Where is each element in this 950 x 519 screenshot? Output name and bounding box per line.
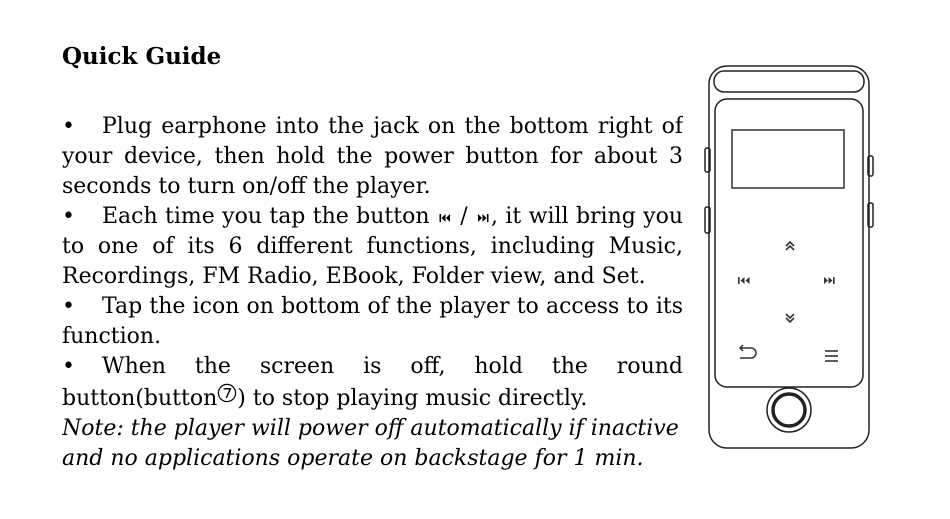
mp3-player-illustration xyxy=(700,62,880,454)
guide-item-1-text: Plug earphone into the jack on the botto… xyxy=(62,114,683,199)
round-button-inner xyxy=(771,392,807,428)
bullet: • xyxy=(62,114,75,139)
guide-item-2-separator: / xyxy=(460,204,468,229)
guide-note: Note: the player will power off automati… xyxy=(62,416,679,471)
guide-item-4: •When the screen is off, hold the round … xyxy=(62,352,683,414)
guide-item-3: •Tap the icon on bottom of the player to… xyxy=(62,292,683,352)
chevron-up-icon xyxy=(785,240,795,251)
skip-previous-icon xyxy=(439,202,451,232)
side-button-right-lower xyxy=(867,202,874,228)
guide-item-4-text-before: When the screen is off, hold the round b… xyxy=(62,354,683,411)
player-front-panel xyxy=(714,98,864,388)
side-button-left-top xyxy=(704,147,711,173)
guide-body: •Plug earphone into the jack on the bott… xyxy=(62,112,683,474)
menu-icon xyxy=(825,350,838,362)
player-body xyxy=(708,65,870,449)
chevron-down-icon xyxy=(785,313,795,324)
side-button-right xyxy=(867,155,874,177)
skip-next-icon xyxy=(477,202,489,232)
bullet: • xyxy=(62,354,75,379)
guide-item-1: •Plug earphone into the jack on the bott… xyxy=(62,112,683,202)
bullet: • xyxy=(62,294,75,319)
player-screen xyxy=(731,129,845,189)
bullet: • xyxy=(62,204,75,229)
guide-item-2: • Each time you tap the button / , it wil… xyxy=(62,202,683,292)
guide-item-3-text: Tap the icon on bottom of the player to … xyxy=(62,294,683,349)
circled-seven-icon xyxy=(217,382,237,412)
guide-item-2-text-before: Each time you tap the button xyxy=(102,204,430,229)
player-prev-icon xyxy=(738,277,750,284)
side-button-left-bottom xyxy=(704,206,711,234)
guide-item-4-text-after: ) to stop playing music directly. xyxy=(237,386,588,411)
round-button xyxy=(766,387,812,433)
player-top-slot xyxy=(713,70,865,93)
guide-title: Quick Guide xyxy=(62,43,222,70)
guide-item-2-text-after: , it will bring you to one of its 6 diff… xyxy=(62,204,683,289)
player-next-icon xyxy=(824,277,835,284)
back-icon xyxy=(738,344,757,359)
